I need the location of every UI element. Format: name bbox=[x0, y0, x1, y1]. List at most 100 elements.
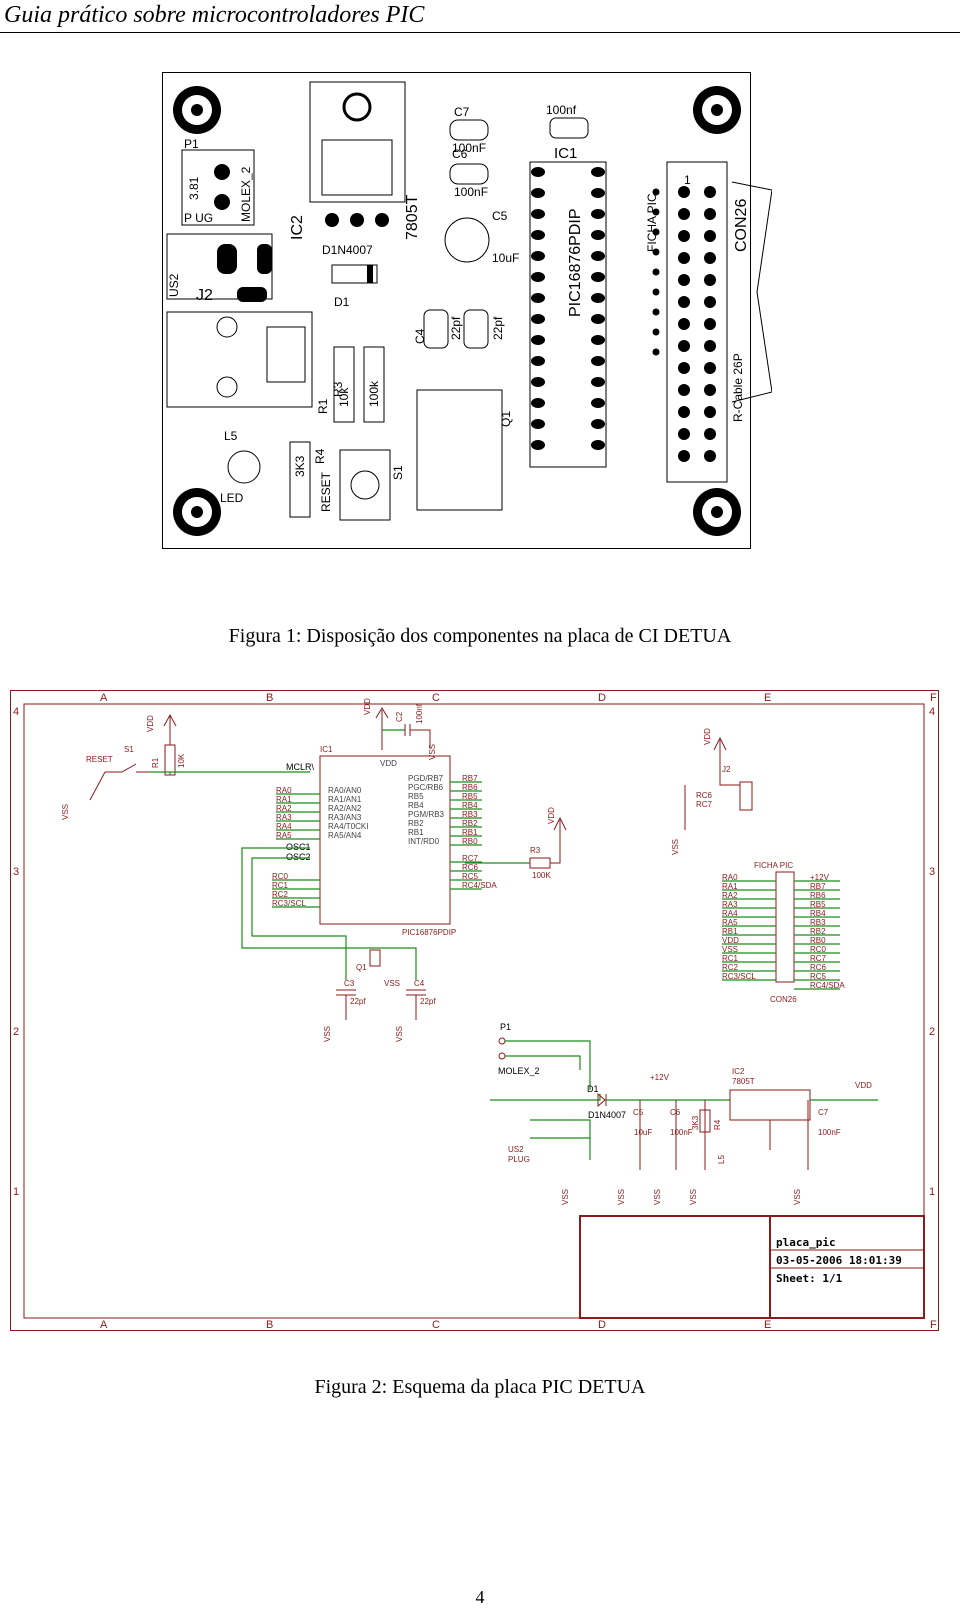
con26-right-label: RC0 bbox=[810, 945, 827, 954]
con26-sch-label: CON26 bbox=[770, 995, 797, 1004]
p1-connector bbox=[181, 149, 255, 226]
ic1-pad bbox=[591, 356, 605, 366]
ic1-pad bbox=[531, 272, 545, 282]
r4-resistor bbox=[289, 441, 311, 518]
ic1-pin-name: INT/RD0 bbox=[408, 837, 440, 846]
frame-col-bottom: B bbox=[266, 1319, 273, 1331]
ic1-pin-name: RB1 bbox=[408, 828, 424, 837]
frame-col-bottom: C bbox=[432, 1319, 440, 1331]
ic1-port-label: RA1 bbox=[276, 795, 292, 804]
con26-side-dot bbox=[652, 208, 660, 216]
con26-left-label: RA1 bbox=[722, 882, 738, 891]
r3-sch-value: 100K bbox=[532, 871, 551, 880]
ic1-pad bbox=[591, 377, 605, 387]
con26-connector bbox=[666, 161, 728, 483]
frame-col-top: A bbox=[100, 692, 108, 704]
con26-label: CON26 bbox=[733, 199, 750, 252]
vss-label-c2: VSS bbox=[428, 744, 437, 760]
j2-sch-symbol bbox=[739, 781, 753, 811]
pin1-label: 1 bbox=[684, 173, 691, 187]
ic1-port-label: RB6 bbox=[462, 783, 478, 792]
con26-left-label: VDD bbox=[722, 936, 739, 945]
title-block-name: placa_pic bbox=[776, 1236, 836, 1249]
vss-label-q1: VSS bbox=[384, 979, 400, 988]
con26-left-label: RA3 bbox=[722, 900, 738, 909]
c7-value: 100nF bbox=[452, 141, 486, 155]
con26-left-label: RA2 bbox=[722, 891, 738, 900]
ic1-pad bbox=[591, 230, 605, 240]
r4-sch-value: 3K3 bbox=[691, 1115, 700, 1130]
ic1-pad bbox=[531, 293, 545, 303]
ic1-pad bbox=[591, 314, 605, 324]
ic1-port-label: RA5 bbox=[276, 831, 292, 840]
con26-side-dot bbox=[652, 268, 660, 276]
us2-sch-label: US2 bbox=[508, 1145, 524, 1154]
ic2-sch-label: IC2 bbox=[732, 1067, 745, 1076]
con26-pad bbox=[704, 296, 716, 308]
vss-label-c4: VSS bbox=[395, 1026, 404, 1042]
con26-pad bbox=[678, 406, 690, 418]
c4-sch-label: C4 bbox=[414, 979, 425, 988]
con26-side-dots bbox=[652, 188, 660, 356]
l5-label: L5 bbox=[224, 429, 238, 443]
p1-sch-label: P1 bbox=[500, 1022, 511, 1032]
ic1-pad bbox=[531, 230, 545, 240]
ic1-port-label: RA2 bbox=[276, 804, 292, 813]
con26-left-label: RA4 bbox=[722, 909, 738, 918]
frame-col-top: E bbox=[764, 692, 771, 704]
ic1-pad bbox=[591, 335, 605, 345]
ic1-rc-label: RC5 bbox=[462, 872, 479, 881]
frame-col-top: F bbox=[930, 692, 937, 704]
reset-label: RESET bbox=[319, 471, 333, 512]
ic1-rc-label: RC6 bbox=[462, 863, 479, 872]
con26-side-dot bbox=[652, 188, 660, 196]
vdd-label-r1: VDD bbox=[146, 715, 155, 732]
con26-pad bbox=[704, 428, 716, 440]
frame-col-top: B bbox=[266, 692, 273, 704]
ic1-pin-name: RA4/T0CKI bbox=[328, 822, 368, 831]
ic1-pad bbox=[591, 251, 605, 261]
frame-col-top: D bbox=[598, 692, 606, 704]
frame-col-bottom: F bbox=[930, 1319, 937, 1331]
s1-switch bbox=[339, 449, 391, 521]
title-block-sheet: Sheet: 1/1 bbox=[776, 1272, 843, 1285]
con26-side-dot bbox=[652, 228, 660, 236]
q1-sch-crystal bbox=[369, 949, 381, 967]
ic1-pin-name: PGM/RB3 bbox=[408, 810, 445, 819]
vss-label: VSS bbox=[689, 1189, 698, 1205]
con26-pad bbox=[678, 362, 690, 374]
j2-sch-label: J2 bbox=[722, 765, 731, 774]
con26-pad bbox=[678, 384, 690, 396]
c5-value: 10uF bbox=[492, 251, 519, 265]
ic1-pad bbox=[591, 398, 605, 408]
con26-pad bbox=[704, 406, 716, 418]
r4-value: 3K3 bbox=[293, 455, 307, 477]
c3-sch-label: C3 bbox=[344, 979, 355, 988]
frame-row-left: 4 bbox=[13, 706, 19, 718]
ic1-symbol bbox=[319, 755, 451, 925]
c6-value: 100nF bbox=[454, 185, 488, 199]
con26-pad bbox=[704, 362, 716, 374]
con26-left-label: VSS bbox=[722, 945, 738, 954]
figure1-caption: Figura 1: Disposição dos componentes na … bbox=[228, 625, 732, 647]
d1-sch-label: D1 bbox=[587, 1084, 599, 1094]
j2-jack bbox=[166, 311, 313, 408]
con26-pad bbox=[678, 428, 690, 440]
con26-sch-symbol bbox=[775, 871, 795, 983]
c4-value: 22pf bbox=[491, 316, 505, 340]
con26-left-label: RC3/SCL bbox=[722, 972, 756, 981]
r1-value: 10k bbox=[337, 387, 351, 407]
plug-sch-label: PLUG bbox=[508, 1155, 530, 1164]
con26-pad bbox=[678, 296, 690, 308]
con26-pad bbox=[704, 274, 716, 286]
ic1-pic bbox=[529, 161, 607, 468]
reg-label: 7805T bbox=[404, 194, 421, 240]
ic1-port-label: RA0 bbox=[276, 786, 292, 795]
con26-pad bbox=[704, 340, 716, 352]
header-rule bbox=[0, 32, 960, 33]
r1-resistor bbox=[333, 346, 355, 423]
ficha-pic-label: FICHA PIC bbox=[645, 193, 659, 252]
